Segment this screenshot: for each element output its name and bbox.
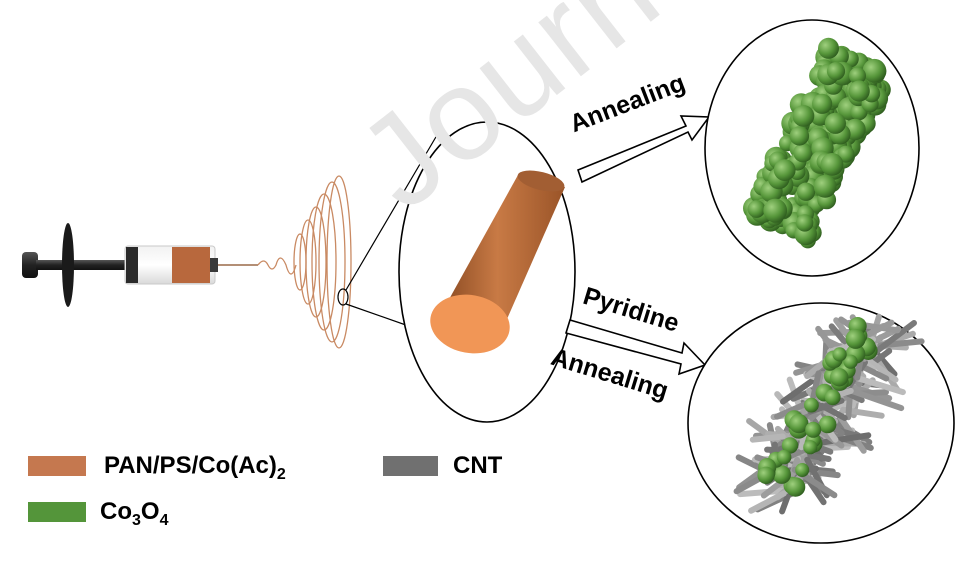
co3o4-particle xyxy=(832,347,847,362)
legend-label-cnt: CNT xyxy=(453,452,503,479)
electrospinning-jet xyxy=(257,175,352,349)
cnt-bristle xyxy=(854,375,906,396)
cnt-bristle xyxy=(863,355,899,383)
co3o4-particle xyxy=(781,437,799,454)
arrow-annealing xyxy=(577,115,711,184)
zoom-line-top xyxy=(345,129,441,291)
co3o4-particle xyxy=(804,397,819,413)
co3o4-particle xyxy=(773,159,796,182)
cnt-bristle xyxy=(810,370,822,400)
co3o4-particle xyxy=(849,67,866,85)
co3o4-particle xyxy=(805,421,822,438)
cnt-bristle xyxy=(816,432,872,446)
polymer-solution xyxy=(172,247,210,283)
legend-label-pan: PAN/PS/Co(Ac)2 xyxy=(104,452,286,483)
co3o4-particle xyxy=(792,105,815,127)
co3o4-particle xyxy=(776,449,792,465)
co3o4-particle xyxy=(843,354,858,369)
cnt-bristle xyxy=(749,433,786,443)
collector-spot xyxy=(337,288,349,306)
cnt-bristle xyxy=(849,388,905,412)
co3o4-particle xyxy=(763,198,788,223)
legend-swatch-cnt xyxy=(383,456,438,476)
co3o4-particle xyxy=(862,58,887,83)
co3o4-particle xyxy=(796,182,816,201)
co3o4-particle xyxy=(813,174,837,198)
co3o4-particle xyxy=(757,466,775,484)
co3o4-particle xyxy=(820,153,844,176)
cnt-decorated-tube xyxy=(733,313,925,515)
co3o4-particle xyxy=(848,80,870,102)
co3o4-particle xyxy=(772,465,791,484)
pan-fiber xyxy=(430,170,565,354)
cnt-bristle xyxy=(748,490,787,514)
legend-swatch-co3o4 xyxy=(28,502,86,522)
syringe-tip xyxy=(210,258,218,272)
co3o4-particle xyxy=(795,463,810,477)
legend-label-co3o4: Co3O4 xyxy=(100,498,169,529)
co3o4-particle xyxy=(830,368,849,387)
co3o4-particle xyxy=(796,214,814,232)
co3o4-particle xyxy=(803,440,818,455)
co3o4-nanotube xyxy=(743,37,891,249)
co3o4-particle xyxy=(818,37,839,59)
co3o4-particle xyxy=(789,413,809,434)
syringe xyxy=(22,223,258,307)
co3o4-particle xyxy=(824,389,841,406)
plunger-seal xyxy=(126,247,138,283)
plunger-flange xyxy=(62,223,74,307)
co3o4-particle xyxy=(826,62,846,81)
co3o4-particle xyxy=(785,477,806,497)
plunger-thumb xyxy=(22,252,38,278)
cnt-bristle xyxy=(872,320,917,356)
co3o4-particle xyxy=(845,328,866,349)
co3o4-particle xyxy=(812,93,833,114)
co3o4-particle xyxy=(824,112,847,134)
co3o4-particle xyxy=(793,143,813,163)
plunger-rod xyxy=(36,260,136,270)
co3o4-particle xyxy=(747,200,766,218)
co3o4-particle xyxy=(818,415,837,434)
arrow-pyridine-annealing xyxy=(564,319,707,376)
legend-swatch-pan xyxy=(28,456,86,476)
co3o4-particle xyxy=(789,126,810,146)
